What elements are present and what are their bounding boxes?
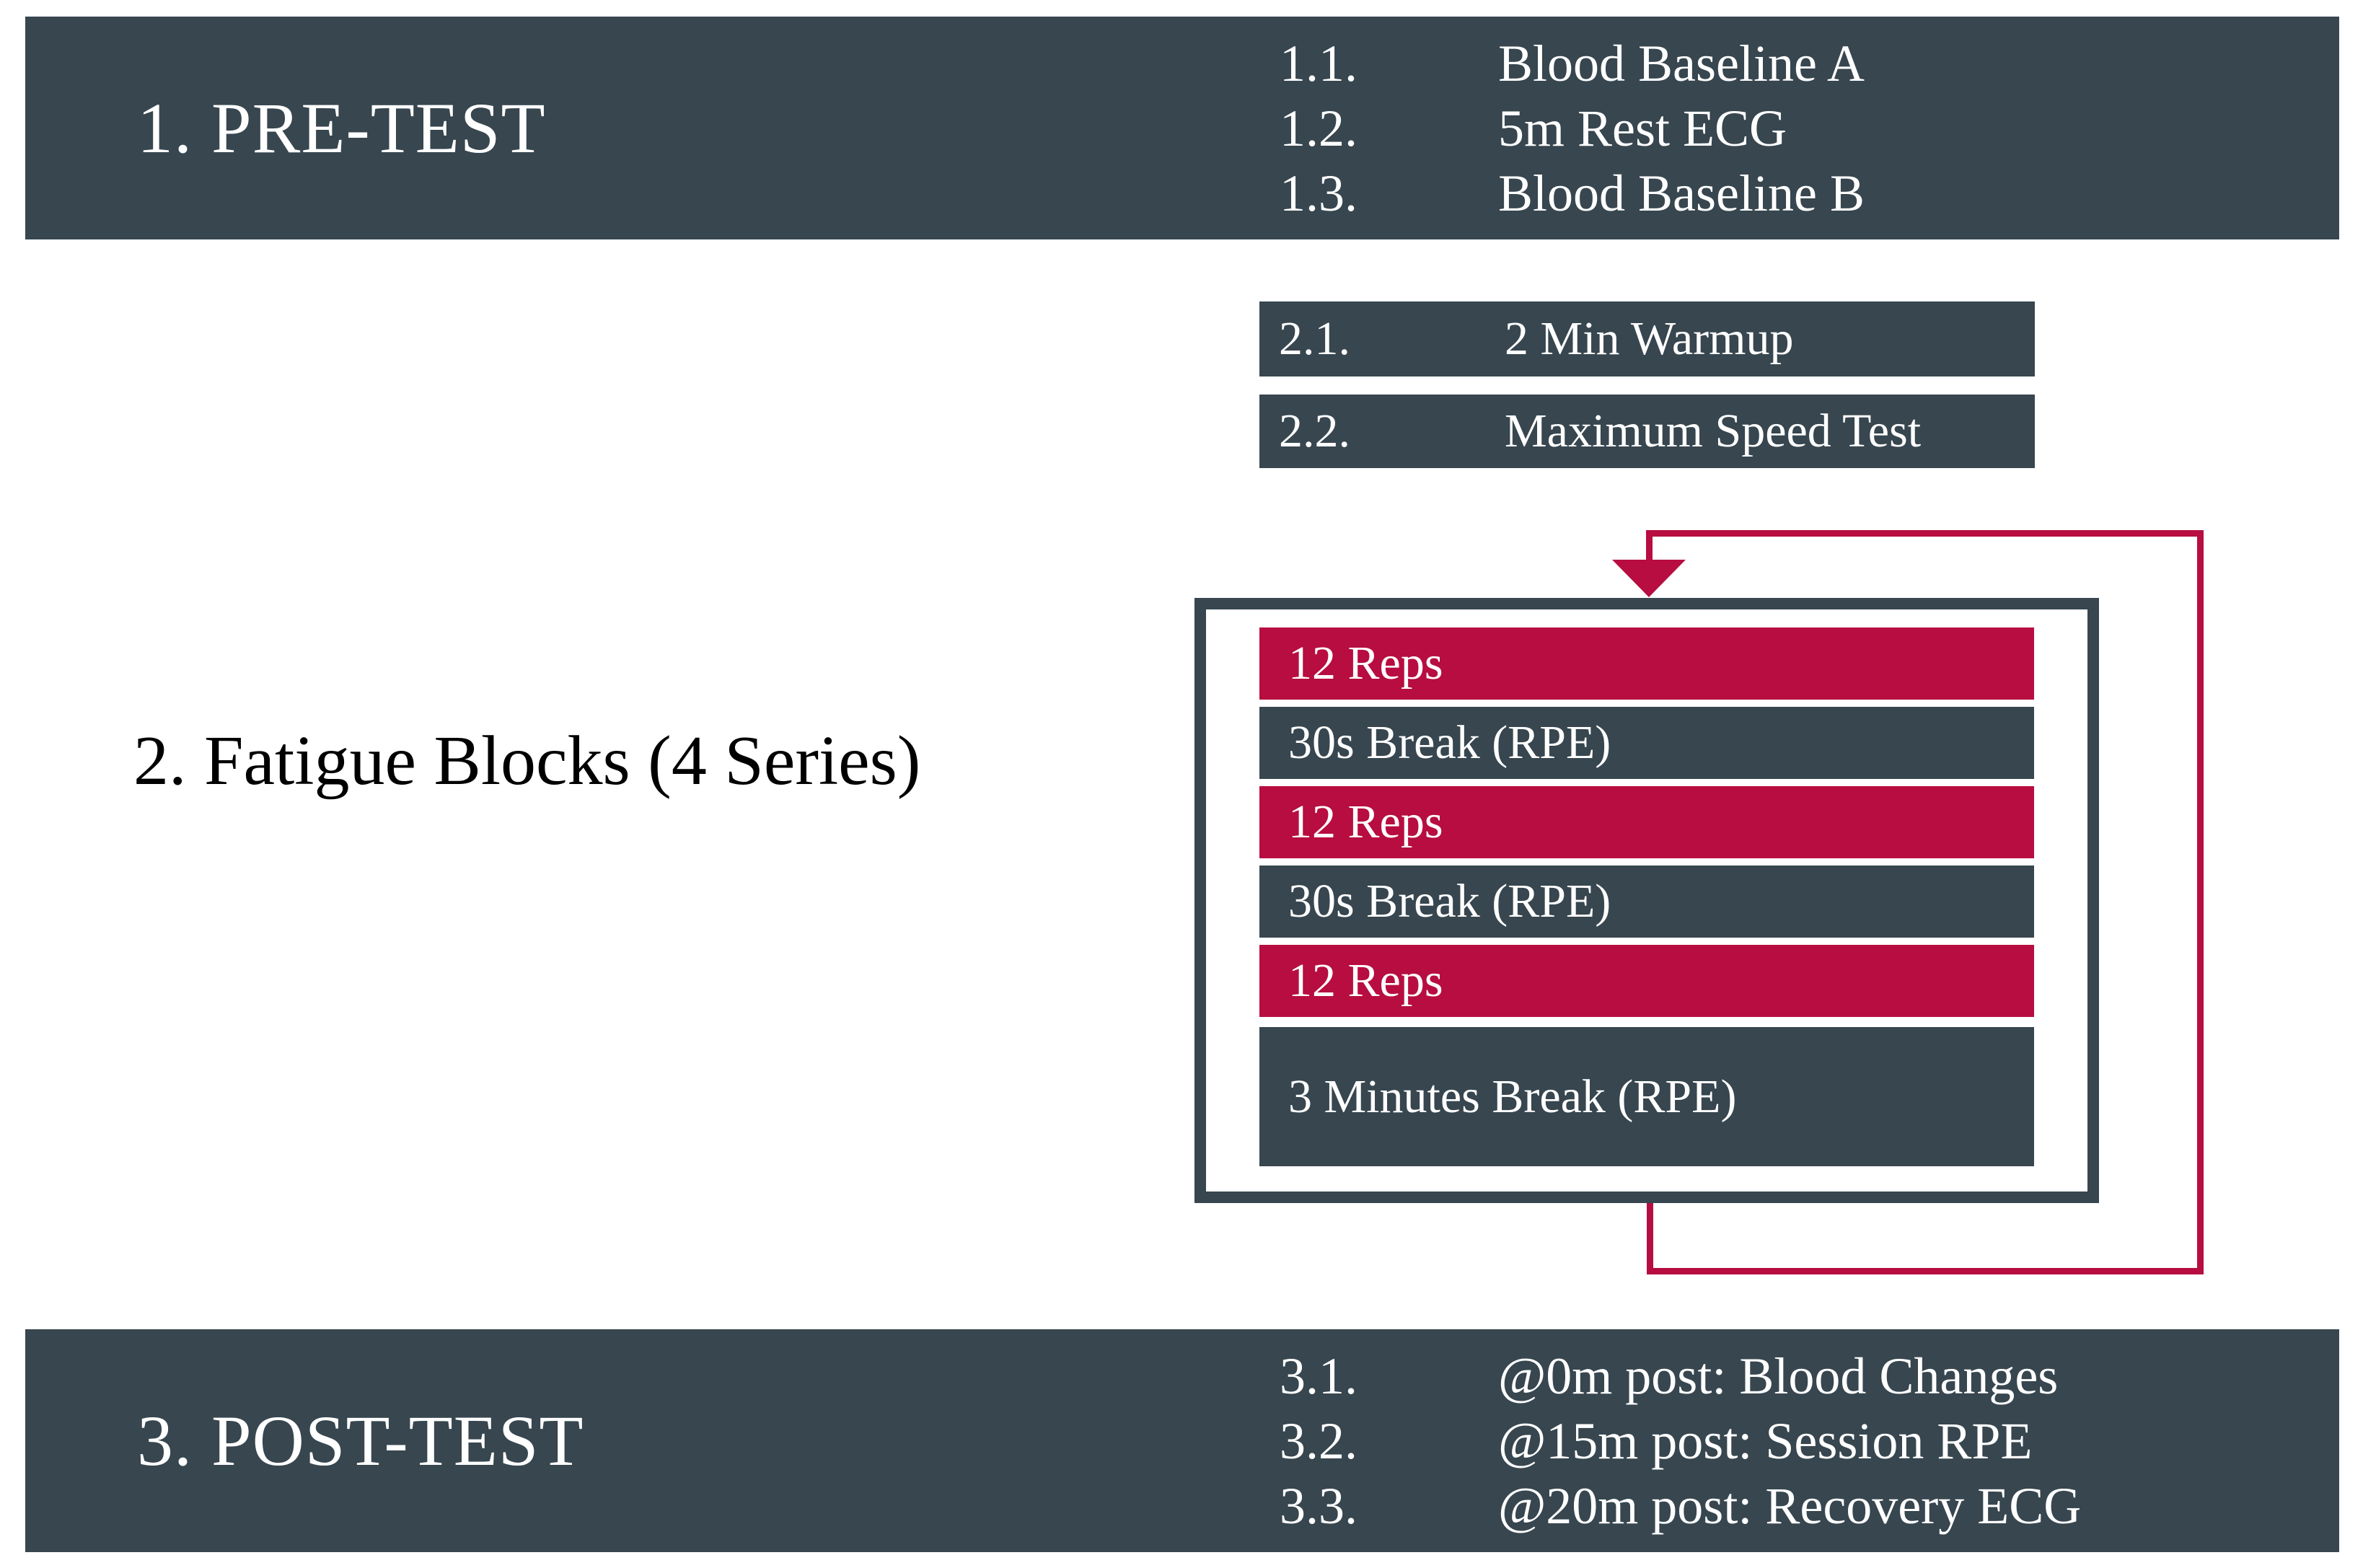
long-break-row: 3 Minutes Break (RPE) bbox=[1259, 1027, 2034, 1166]
item-label: 5m Rest ECG bbox=[1498, 99, 1787, 157]
speed-test-step-box: 2.2. Maximum Speed Test bbox=[1259, 395, 2035, 468]
loop-arrow-right-segment bbox=[2197, 530, 2204, 1274]
item-label: Blood Baseline B bbox=[1498, 164, 1865, 222]
list-item: 3.1. @0m post: Blood Changes bbox=[1280, 1344, 2081, 1409]
item-number: 3.3. bbox=[1280, 1476, 1357, 1535]
item-number: 2.2. bbox=[1279, 405, 1350, 457]
list-item: 1.3. Blood Baseline B bbox=[1280, 161, 1865, 226]
pretest-title: 1. PRE-TEST bbox=[137, 88, 546, 168]
item-label: @20m post: Recovery ECG bbox=[1498, 1476, 2082, 1535]
fatigue-series-box: 12 Reps 30s Break (RPE) 12 Reps 30s Brea… bbox=[1194, 598, 2099, 1203]
item-number: 3.1. bbox=[1280, 1347, 1357, 1405]
item-number: 3.2. bbox=[1280, 1411, 1357, 1470]
item-label: @15m post: Session RPE bbox=[1498, 1411, 2033, 1470]
loop-arrow-top-segment bbox=[1646, 530, 2204, 537]
item-label: Blood Baseline A bbox=[1498, 34, 1865, 92]
reps-row: 12 Reps bbox=[1259, 627, 2034, 700]
loop-arrow-bottom-segment bbox=[1647, 1268, 2204, 1274]
item-number: 2.1. bbox=[1279, 312, 1350, 365]
posttest-list: 3.1. @0m post: Blood Changes 3.2. @15m p… bbox=[1280, 1344, 2081, 1538]
posttest-title: 3. POST-TEST bbox=[137, 1401, 584, 1481]
list-item: 1.1. Blood Baseline A bbox=[1280, 31, 1865, 96]
loop-arrow-exit-segment bbox=[1647, 1203, 1653, 1274]
warmup-step-box: 2.1. 2 Min Warmup bbox=[1259, 301, 2035, 376]
item-number: 1.3. bbox=[1280, 164, 1357, 222]
item-number: 1.2. bbox=[1280, 99, 1357, 157]
item-label: Maximum Speed Test bbox=[1505, 405, 1922, 457]
item-number: 1.1. bbox=[1280, 34, 1357, 92]
posttest-banner: 3. POST-TEST 3.1. @0m post: Blood Change… bbox=[25, 1329, 2339, 1552]
loop-arrow-entry-segment bbox=[1646, 537, 1653, 562]
pretest-list: 1.1. Blood Baseline A 1.2. 5m Rest ECG 1… bbox=[1280, 31, 1865, 226]
list-item: 3.3. @20m post: Recovery ECG bbox=[1280, 1474, 2081, 1538]
list-item: 1.2. 5m Rest ECG bbox=[1280, 96, 1865, 161]
reps-row: 12 Reps bbox=[1259, 945, 2034, 1017]
reps-row: 12 Reps bbox=[1259, 786, 2034, 858]
item-label: @0m post: Blood Changes bbox=[1498, 1347, 2059, 1405]
item-label: 2 Min Warmup bbox=[1505, 312, 1794, 365]
break-row: 30s Break (RPE) bbox=[1259, 707, 2034, 779]
fatigue-blocks-heading: 2. Fatigue Blocks (4 Series) bbox=[133, 722, 921, 800]
list-item: 3.2. @15m post: Session RPE bbox=[1280, 1409, 2081, 1474]
pretest-banner: 1. PRE-TEST 1.1. Blood Baseline A 1.2. 5… bbox=[25, 17, 2339, 239]
arrowhead-down-icon bbox=[1612, 560, 1686, 597]
break-row: 30s Break (RPE) bbox=[1259, 866, 2034, 938]
